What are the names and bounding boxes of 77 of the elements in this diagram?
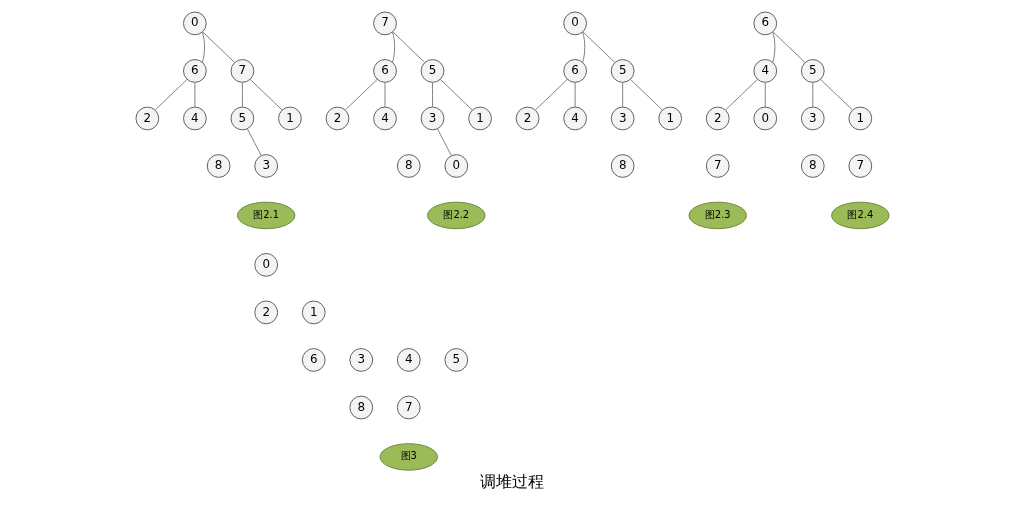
connector bbox=[534, 78, 568, 111]
node-circle: 3 bbox=[420, 106, 444, 131]
node-circle: 5 bbox=[610, 59, 635, 83]
node-circle: 1 bbox=[301, 300, 326, 325]
node-circle: 7 bbox=[705, 154, 730, 178]
connector bbox=[241, 82, 243, 108]
connector bbox=[391, 31, 425, 63]
node-circle: 2 bbox=[134, 106, 159, 131]
node-circle: 8 bbox=[396, 154, 421, 178]
node-ellipse: 图2.3 bbox=[688, 201, 747, 230]
node-circle: 6 bbox=[182, 59, 207, 83]
connector bbox=[436, 128, 452, 157]
node-circle: 7 bbox=[230, 59, 254, 83]
node-circle: 5 bbox=[800, 59, 825, 83]
caption: 调堆过程 bbox=[480, 471, 544, 491]
node-circle: 5 bbox=[420, 59, 444, 83]
node-ellipse: 图3 bbox=[379, 443, 438, 471]
node-ellipse: 图2.2 bbox=[426, 201, 485, 230]
node-circle: 1 bbox=[467, 106, 492, 131]
node-circle: 3 bbox=[800, 106, 825, 131]
node-circle: 0 bbox=[182, 11, 207, 36]
connector bbox=[724, 78, 758, 111]
connector bbox=[772, 31, 805, 63]
node-circle: 1 bbox=[847, 106, 872, 131]
node-circle: 4 bbox=[396, 348, 421, 372]
node-circle: 8 bbox=[610, 154, 635, 178]
connector bbox=[574, 82, 576, 108]
connector bbox=[249, 78, 282, 111]
node-circle: 2 bbox=[705, 106, 730, 131]
connector bbox=[193, 82, 195, 108]
node-circle: 4 bbox=[182, 106, 207, 131]
connector bbox=[154, 78, 188, 111]
node-circle: 0 bbox=[752, 106, 777, 131]
node-circle: 4 bbox=[562, 106, 587, 131]
node-circle: 2 bbox=[253, 300, 278, 325]
connector bbox=[201, 31, 235, 63]
node-circle: 1 bbox=[657, 106, 682, 131]
connector bbox=[439, 78, 473, 111]
connector bbox=[246, 128, 262, 157]
connector bbox=[629, 78, 663, 111]
node-circle: 7 bbox=[847, 154, 872, 178]
node-circle: 8 bbox=[348, 395, 373, 420]
node-circle: 2 bbox=[325, 106, 349, 131]
connector bbox=[764, 82, 766, 108]
node-circle: 6 bbox=[301, 348, 326, 372]
connector bbox=[582, 31, 615, 63]
node-circle: 7 bbox=[372, 11, 397, 36]
node-circle: 2 bbox=[515, 106, 539, 131]
node-circle: 8 bbox=[206, 154, 231, 178]
node-circle: 5 bbox=[443, 348, 468, 372]
connector bbox=[811, 82, 813, 108]
connector bbox=[771, 31, 775, 63]
connector bbox=[581, 31, 585, 63]
connector bbox=[391, 31, 395, 63]
node-circle: 6 bbox=[752, 11, 777, 36]
connector bbox=[819, 78, 853, 111]
node-circle: 5 bbox=[230, 106, 254, 131]
node-circle: 3 bbox=[348, 348, 373, 372]
node-ellipse: 图2.1 bbox=[236, 201, 295, 230]
connector bbox=[344, 78, 378, 111]
node-circle: 7 bbox=[396, 395, 421, 420]
node-circle: 4 bbox=[372, 106, 397, 131]
node-circle: 6 bbox=[372, 59, 397, 83]
node-circle: 1 bbox=[277, 106, 302, 131]
node-circle: 3 bbox=[610, 106, 635, 131]
connector bbox=[201, 31, 205, 63]
connector bbox=[431, 82, 433, 108]
node-ellipse: 图2.4 bbox=[830, 201, 890, 230]
node-circle: 3 bbox=[253, 154, 278, 178]
connector bbox=[384, 82, 385, 108]
node-circle: 8 bbox=[800, 154, 825, 178]
node-circle: 4 bbox=[752, 59, 777, 83]
node-circle: 0 bbox=[253, 253, 278, 277]
connector bbox=[621, 82, 623, 108]
node-circle: 0 bbox=[443, 154, 468, 178]
node-circle: 0 bbox=[562, 11, 587, 36]
node-circle: 6 bbox=[562, 59, 587, 83]
